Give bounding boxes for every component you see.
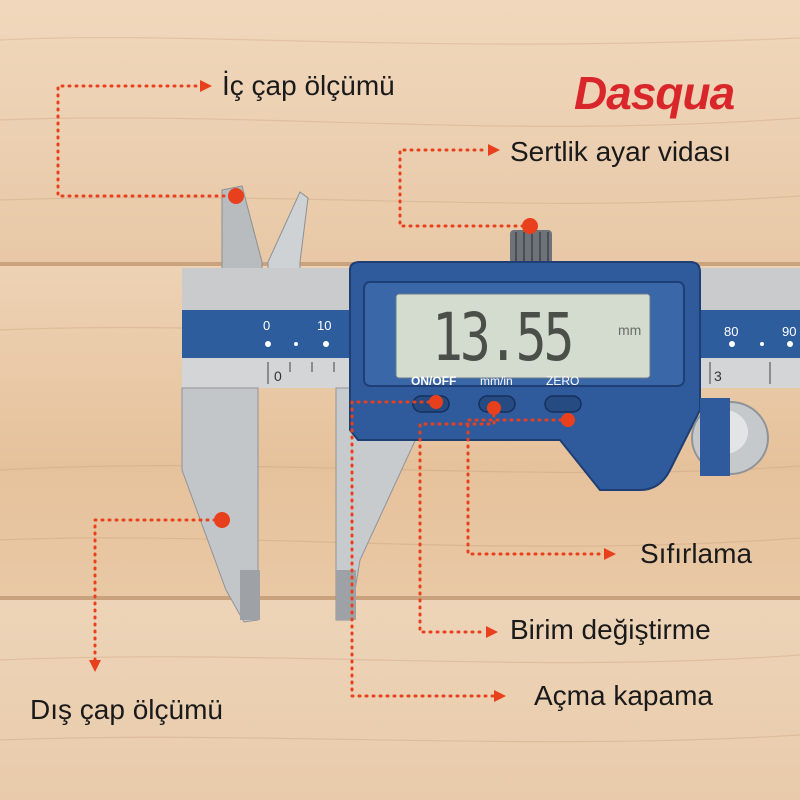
callout-inner-diameter: İç çap ölçümü xyxy=(222,70,395,101)
thumb-wheel-mount xyxy=(700,398,730,476)
callout-dots xyxy=(214,188,575,528)
sub-scale-number-3: 3 xyxy=(714,368,722,384)
callout-outer-diameter: Dış çap ölçümü xyxy=(30,694,223,725)
callout-zero-reset: Sıfırlama xyxy=(640,538,753,569)
callout-arrowheads xyxy=(89,80,616,702)
scale-dots xyxy=(265,341,793,347)
zero-button-shape xyxy=(544,395,582,413)
sub-scale-number-0: 0 xyxy=(274,368,282,384)
scale-number-90: 90 xyxy=(782,324,797,339)
lcd-screen xyxy=(395,293,651,379)
wood-plank-top xyxy=(0,0,800,262)
scale-number-0: 0 xyxy=(263,318,271,333)
callout-depth-screw: Sertlik ayar vidası xyxy=(510,136,731,167)
unit-button-label: mm/in xyxy=(480,374,513,388)
callout-power: Açma kapama xyxy=(534,680,713,711)
outer-jaw-slide-edge xyxy=(336,570,356,620)
sub-scale-ticks xyxy=(267,362,771,384)
brand-rest: asqua xyxy=(606,67,735,119)
scale-number-80: 80 xyxy=(724,324,739,339)
scale-number-10: 10 xyxy=(317,318,332,333)
outer-jaw-fixed xyxy=(181,387,259,623)
brand-initial: D xyxy=(574,67,607,119)
wood-plank-bottom xyxy=(0,600,800,800)
brand-logo: Dasqua xyxy=(574,66,735,120)
power-button-label: ON/OFF xyxy=(411,374,457,388)
zero-button-label: ZERO xyxy=(546,374,580,388)
callout-lines xyxy=(56,84,606,698)
lcd-unit: mm xyxy=(618,322,642,338)
callout-unit-switch: Birim değiştirme xyxy=(510,614,711,645)
lcd-reading: 13.55 xyxy=(432,299,574,376)
wood-plank-seam xyxy=(0,596,800,600)
outer-jaw-fixed-edge xyxy=(240,570,260,620)
